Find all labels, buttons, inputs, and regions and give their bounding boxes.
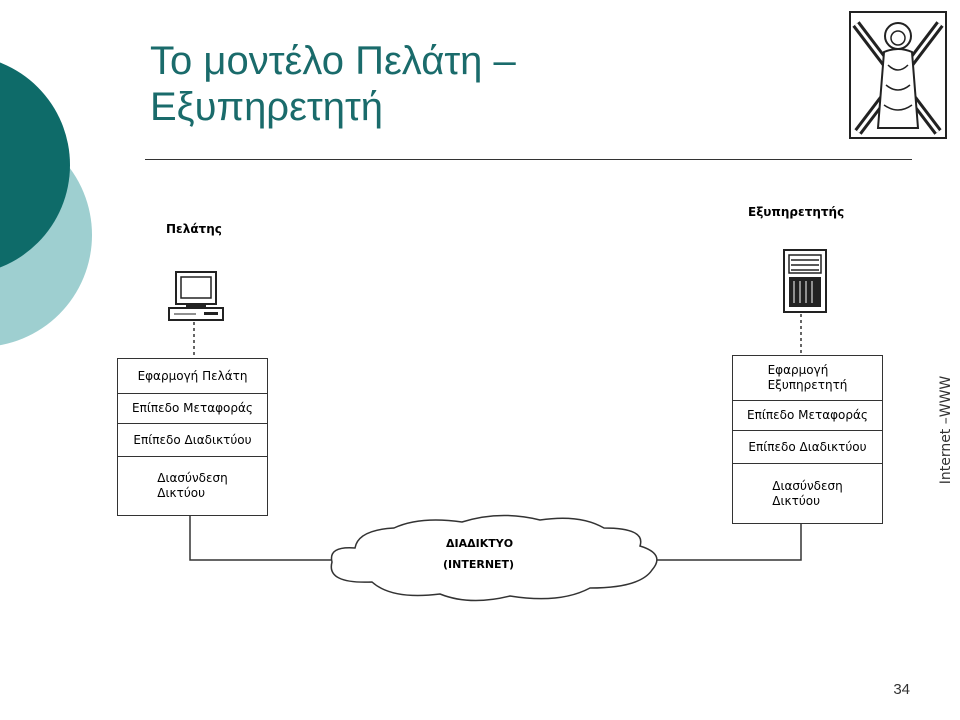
server-layer-application: Εφαρμογή Εξυπηρετητή <box>733 356 882 401</box>
internet-label-line-2: (INTERNET) <box>443 558 515 571</box>
client-network-line <box>189 514 340 561</box>
title-line-1: Το μοντέλο Πελάτη – <box>150 39 516 83</box>
server-layer-network-interface: Διασύνδεση Δικτύου <box>772 478 843 508</box>
server-layer-transport: Επίπεδο Μεταφοράς <box>733 401 882 431</box>
page-number: 34 <box>893 681 910 698</box>
cloud-icon <box>330 514 658 602</box>
internet-label-line-1: ΔΙΑΔΙΚΤΥΟ <box>446 537 514 550</box>
client-layer-internet: Επίπεδο Διαδικτύου <box>118 424 267 457</box>
server-tower-icon <box>783 249 827 313</box>
saint-andrew-emblem-icon <box>849 11 947 139</box>
server-layer-internet: Επίπεδο Διαδικτύου <box>733 431 882 464</box>
page-title: Το μοντέλο Πελάτη – Εξυπηρετητή <box>150 38 650 130</box>
server-heading: Εξυπηρετητής <box>748 205 845 219</box>
server-network-line <box>655 522 802 561</box>
title-divider <box>145 159 912 160</box>
client-layer-application: Εφαρμογή Πελάτη <box>118 359 267 394</box>
title-line-2: Εξυπηρετητή <box>150 85 383 129</box>
client-layer-network-interface: Διασύνδεση Δικτύου <box>157 471 228 500</box>
desktop-computer-icon <box>168 271 224 321</box>
client-layer-transport: Επίπεδο Μεταφοράς <box>118 394 267 424</box>
server-protocol-stack: Εφαρμογή Εξυπηρετητή Επίπεδο Μεταφοράς Ε… <box>732 355 883 524</box>
client-protocol-stack: Εφαρμογή Πελάτη Επίπεδο Μεταφοράς Επίπεδ… <box>117 358 268 516</box>
client-heading: Πελάτης <box>166 222 222 236</box>
